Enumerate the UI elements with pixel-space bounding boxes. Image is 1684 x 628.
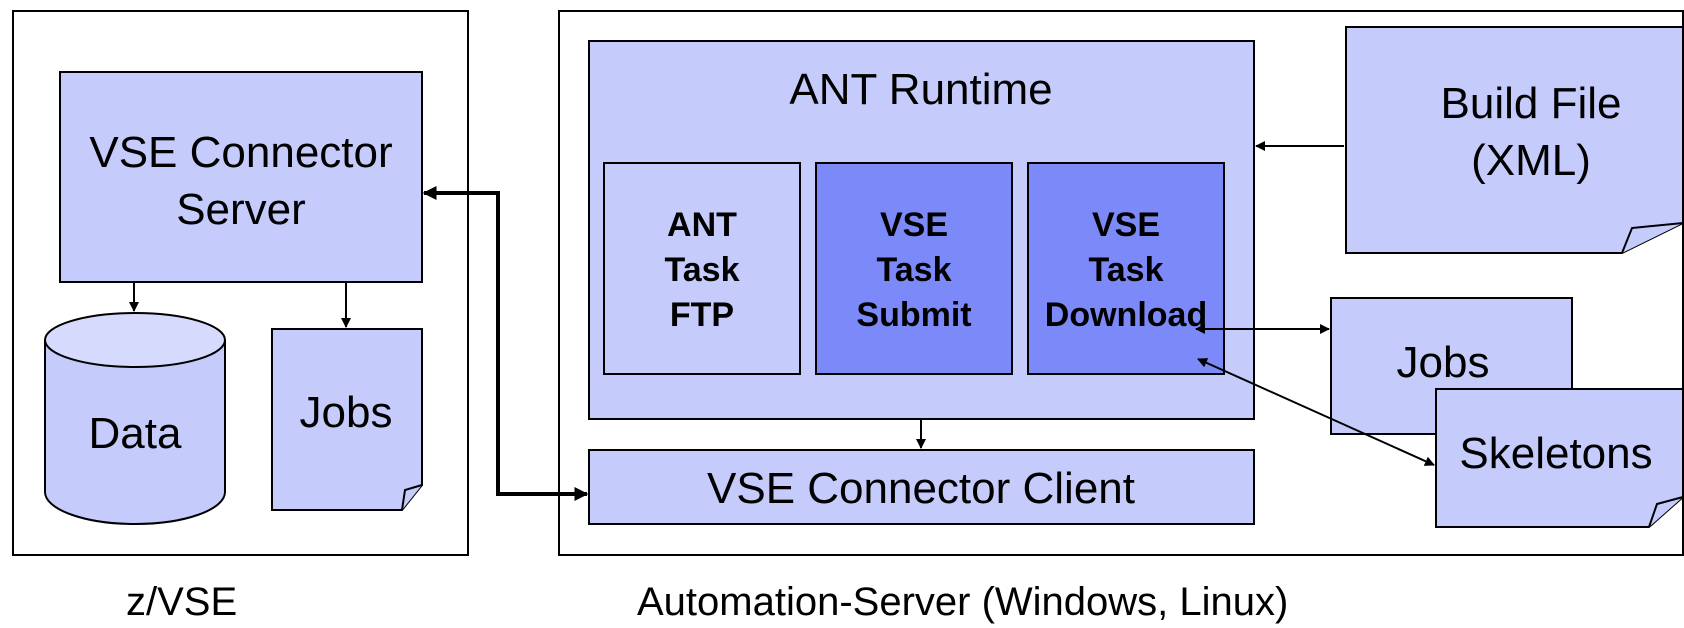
zvse-caption: z/VSE	[126, 580, 238, 624]
task-download-line1: VSE	[1092, 206, 1160, 244]
data-cylinder: Data	[44, 312, 226, 525]
vse-connector-client-box: VSE Connector Client	[588, 449, 1255, 525]
automation-server-caption: Automation-Server (Windows, Linux)	[637, 580, 1289, 624]
download-skeletons-arrow	[1197, 358, 1435, 466]
automation-jobs-label: Jobs	[1397, 338, 1490, 387]
zvse-jobs-label: Jobs	[300, 388, 393, 437]
task-submit-line1: VSE	[880, 206, 948, 244]
client-label: VSE Connector Client	[707, 464, 1135, 513]
task-ftp-line3: FTP	[670, 296, 734, 334]
task-ftp-box: ANT Task FTP	[603, 162, 801, 375]
build-file-line1: Build File	[1441, 79, 1622, 128]
skeletons-label: Skeletons	[1459, 429, 1652, 478]
task-submit-line3: Submit	[856, 296, 971, 334]
task-submit-line2: Task	[877, 251, 952, 289]
skeletons-document: Skeletons	[1435, 388, 1684, 528]
server-label-line1: VSE Connector	[89, 128, 392, 177]
build-file-document: Build File (XML)	[1345, 26, 1684, 254]
task-download-line2: Task	[1089, 251, 1164, 289]
task-ftp-line1: ANT	[667, 206, 737, 244]
server-label-line2: Server	[176, 185, 306, 234]
server-client-connection-arrow	[422, 186, 589, 501]
vse-connector-server-box: VSE Connector Server	[59, 71, 423, 283]
data-label: Data	[89, 409, 182, 458]
task-submit-box: VSE Task Submit	[815, 162, 1013, 375]
build-file-line2: (XML)	[1471, 136, 1591, 185]
zvse-jobs-document: Jobs	[271, 328, 423, 511]
ant-runtime-title: ANT Runtime	[789, 65, 1052, 114]
task-download-box: VSE Task Download	[1027, 162, 1225, 375]
task-download-line3: Download	[1045, 296, 1207, 334]
task-ftp-line2: Task	[665, 251, 740, 289]
